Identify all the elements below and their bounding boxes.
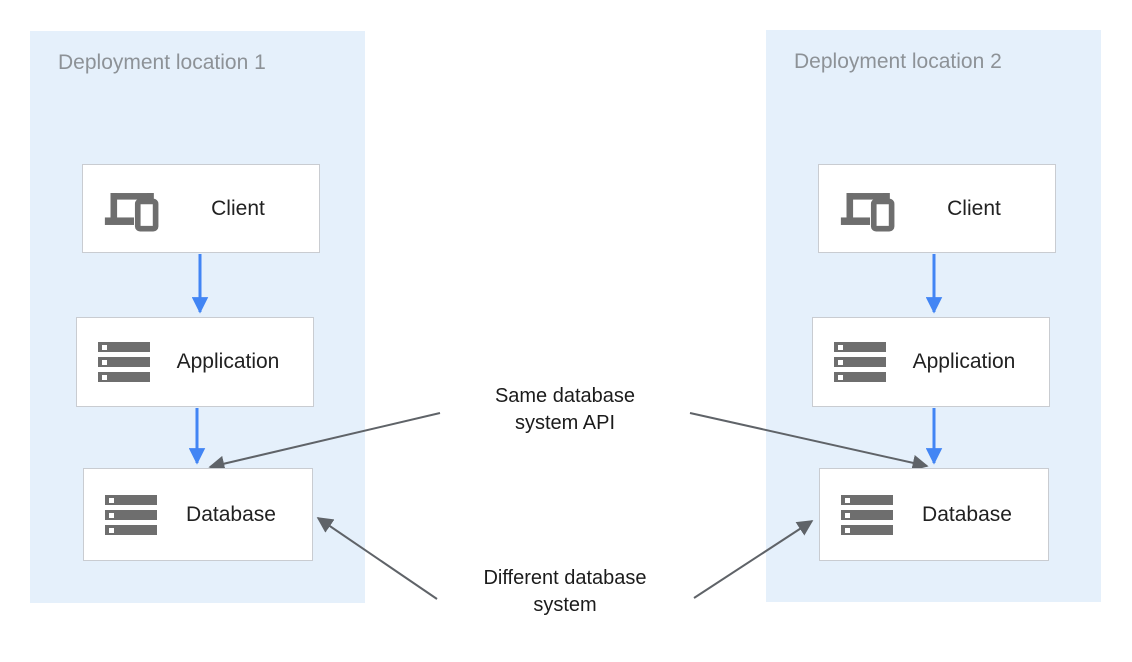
node-label: Database: [186, 502, 276, 526]
node-client-1: Client: [82, 164, 320, 253]
server-stack-icon: [833, 341, 887, 383]
server-stack-icon: [104, 494, 158, 536]
annotation-different-database-system: Different database system: [430, 565, 700, 619]
annotation-same-database-api: Same database system API: [430, 383, 700, 437]
server-stack-icon: [840, 494, 894, 536]
node-label: Client: [947, 196, 1001, 220]
node-database-1: Database: [83, 468, 313, 561]
node-label: Database: [922, 502, 1012, 526]
client-devices-icon: [103, 185, 165, 233]
client-devices-icon: [839, 185, 901, 233]
annotation-line: Different database: [483, 567, 647, 589]
panel-title: Deployment location 1: [58, 51, 266, 74]
annotation-line: system API: [514, 412, 616, 434]
annotation-line: Same database: [494, 385, 636, 407]
node-application-2: Application: [812, 317, 1050, 407]
panel-title: Deployment location 2: [794, 50, 1002, 73]
node-label: Application: [912, 350, 1016, 373]
node-client-2: Client: [818, 164, 1056, 253]
node-database-2: Database: [819, 468, 1049, 561]
node-application-1: Application: [76, 317, 314, 407]
node-label: Client: [211, 196, 265, 220]
annotation-line: system: [533, 594, 597, 616]
server-stack-icon: [97, 341, 151, 383]
node-label: Application: [176, 350, 280, 373]
